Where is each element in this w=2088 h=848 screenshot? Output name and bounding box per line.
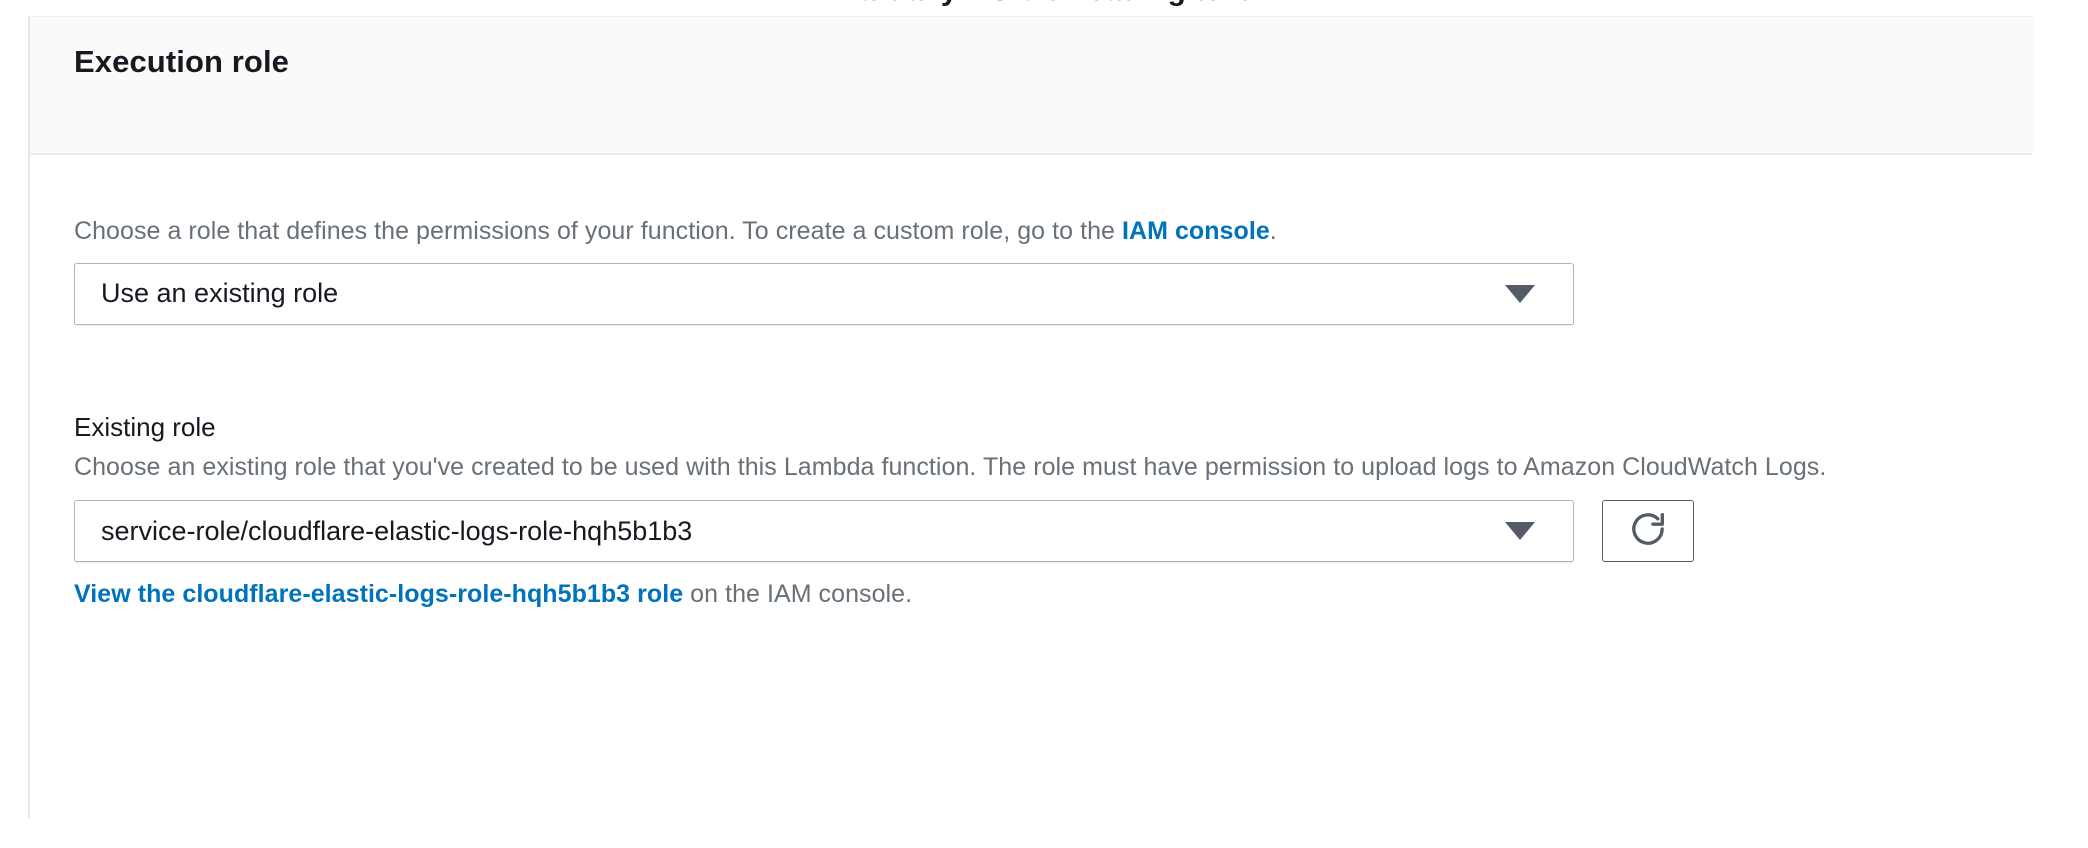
- existing-role-label: Existing role: [74, 411, 216, 442]
- iam-console-link[interactable]: IAM console: [1121, 217, 1270, 245]
- view-role-suffix: on the IAM console.: [683, 580, 913, 609]
- chevron-down-icon: [1505, 284, 1535, 303]
- existing-role-description: Choose an existing role that you've crea…: [74, 452, 1827, 481]
- execution-role-panel: Execution role Choose a role that define…: [28, 16, 2033, 818]
- execution-role-description: Choose a role that defines the permissio…: [74, 155, 2033, 249]
- execution-role-select-row: Use an existing role: [74, 249, 2033, 325]
- existing-role-select-row: service-role/cloudflare-elastic-logs-rol…: [74, 500, 2033, 563]
- existing-role-block: Existing role Choose an existing role th…: [74, 411, 2033, 610]
- refresh-roles-button[interactable]: [1602, 500, 1694, 563]
- view-role-link[interactable]: View the cloudflare-elastic-logs-role-hq…: [74, 580, 684, 609]
- panel-header: Execution role: [30, 16, 2033, 155]
- execution-role-description-text-2: .: [1269, 217, 1277, 245]
- section-spacer: [74, 325, 2033, 411]
- view-role-note: View the cloudflare-elastic-logs-role-hq…: [74, 580, 2033, 609]
- existing-role-select-value: service-role/cloudflare-elastic-logs-rol…: [101, 515, 693, 546]
- execution-role-mode-select-value: Use an existing role: [101, 278, 339, 309]
- clipped-heading-above-panel: Partially visible heading text: [0, 0, 2088, 8]
- execution-role-description-text-1: Choose a role that defines the permissio…: [74, 217, 1122, 245]
- page-title: Execution role: [74, 44, 290, 79]
- execution-role-mode-select[interactable]: Use an existing role: [74, 262, 1574, 325]
- refresh-icon: [1628, 509, 1668, 554]
- panel-body: Choose a role that defines the permissio…: [30, 155, 2033, 818]
- existing-role-select[interactable]: service-role/cloudflare-elastic-logs-rol…: [74, 500, 1574, 563]
- chevron-down-icon: [1505, 522, 1535, 541]
